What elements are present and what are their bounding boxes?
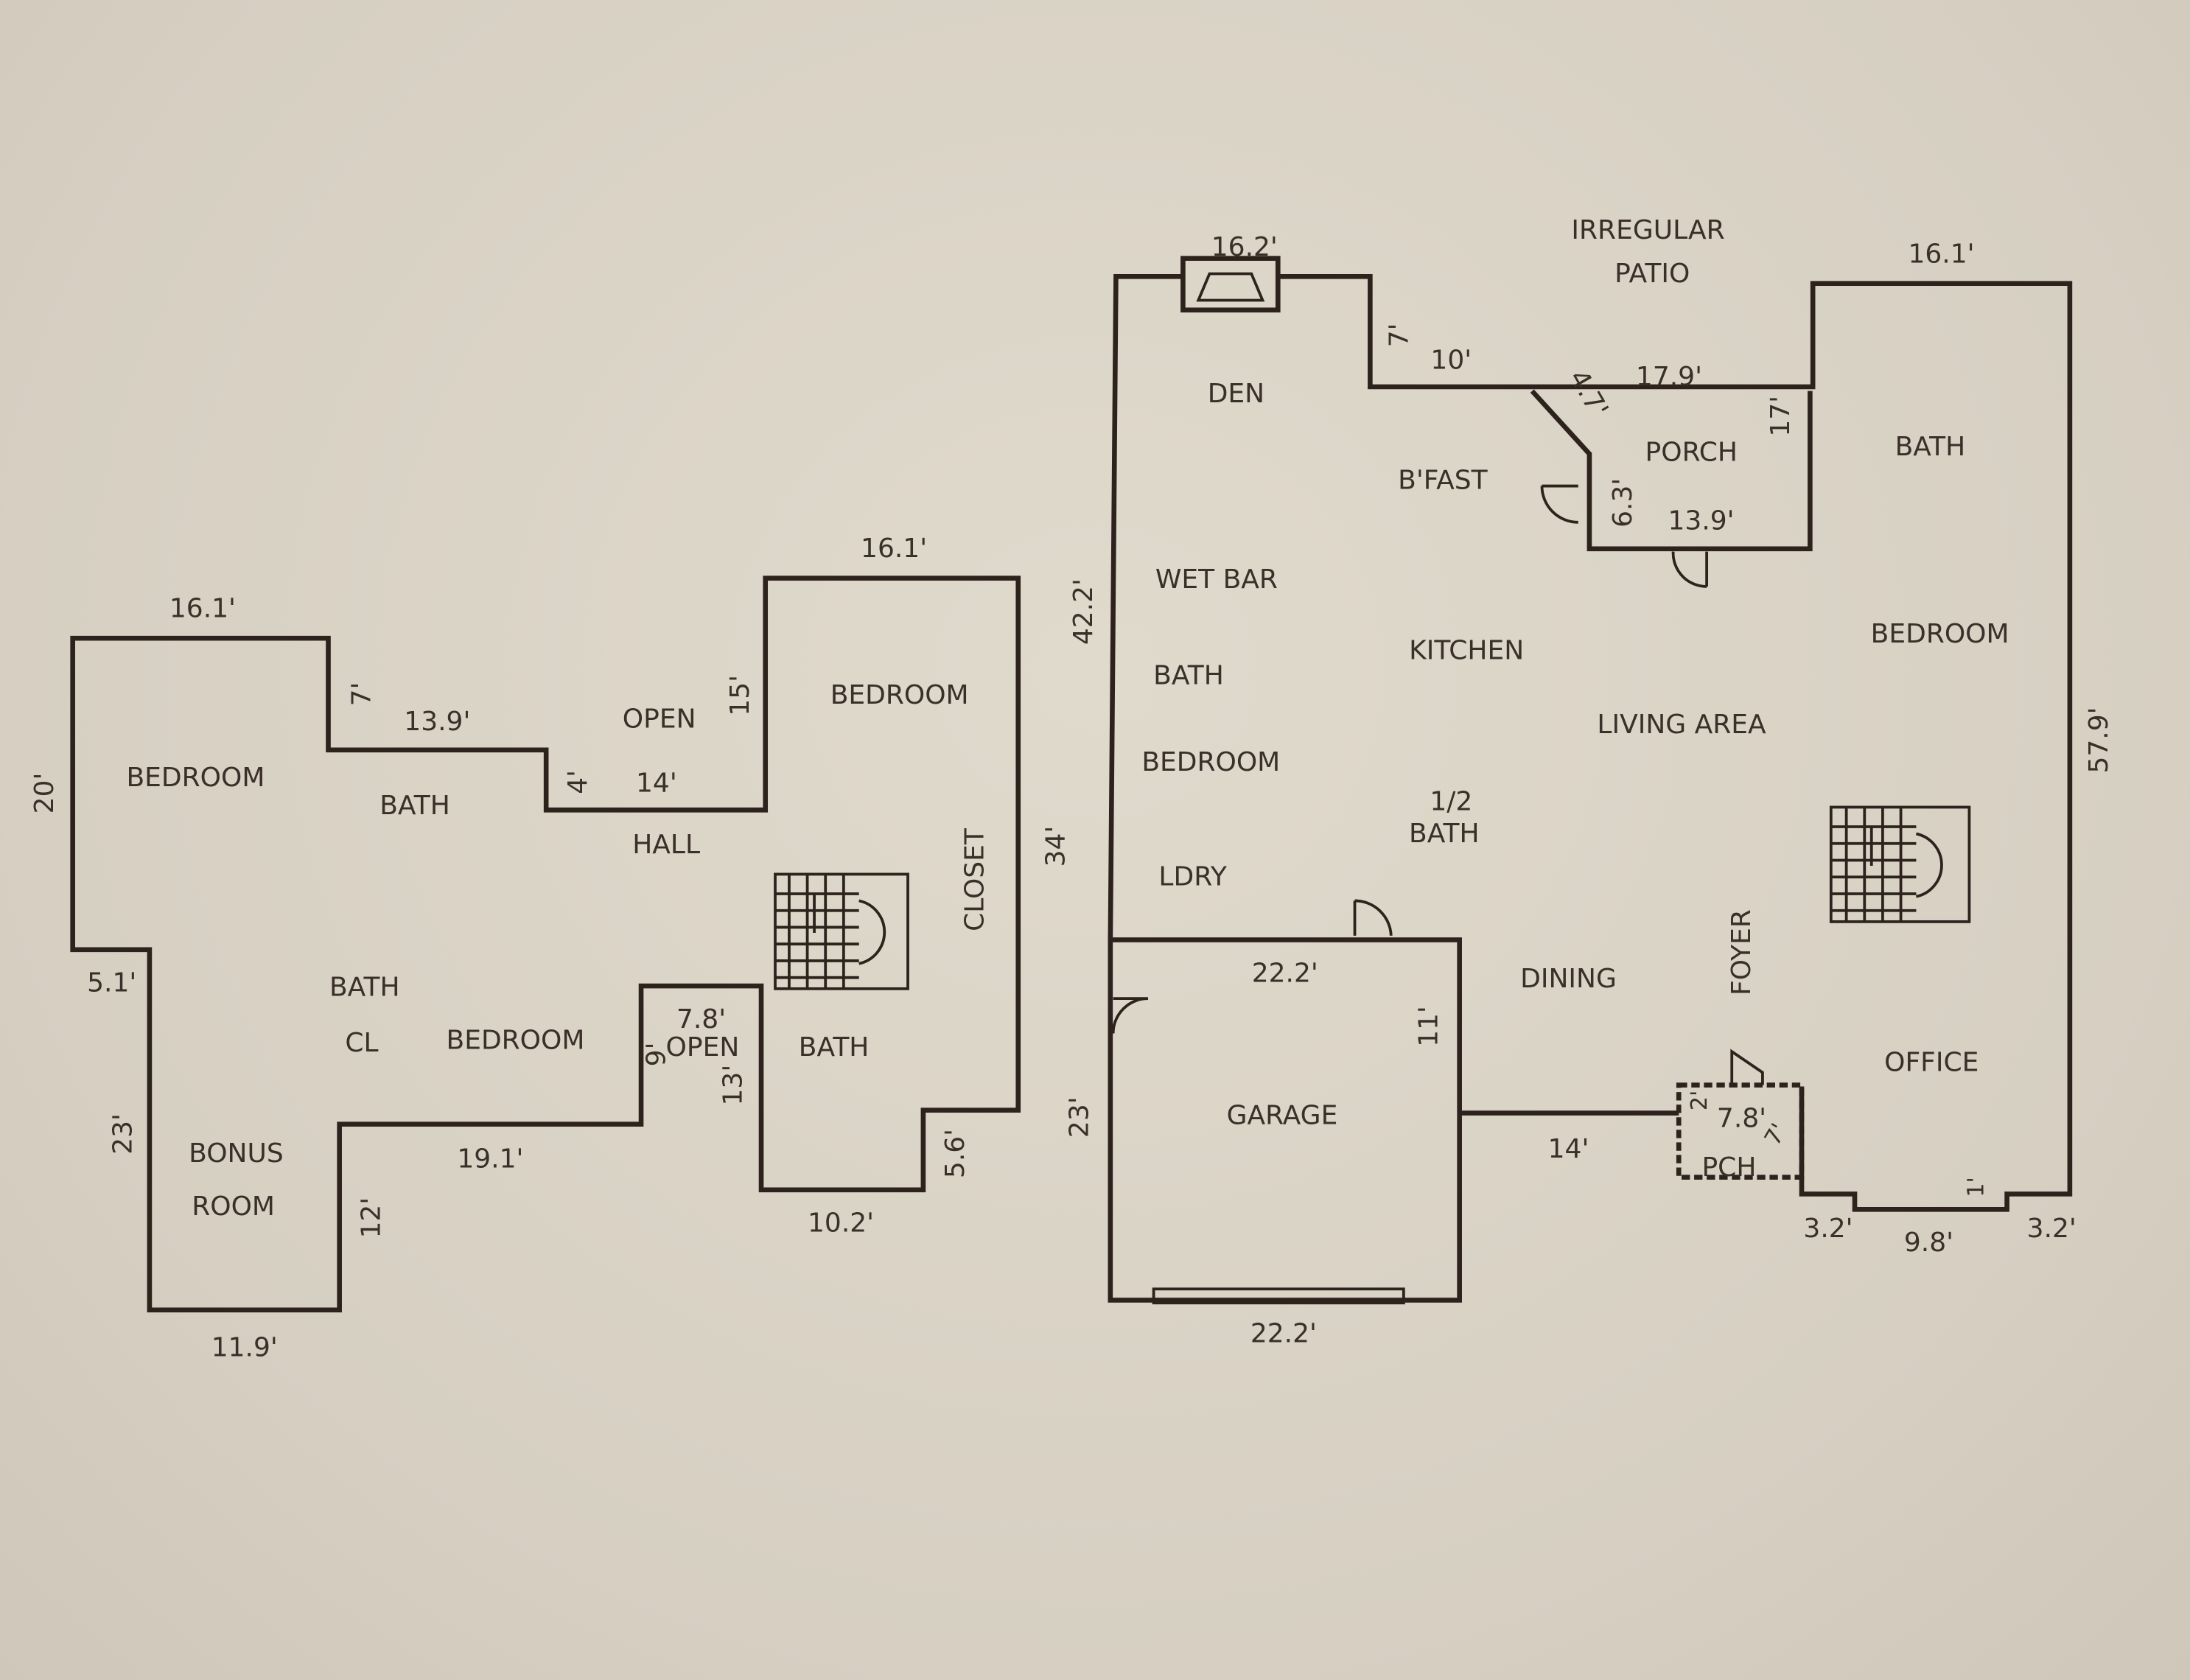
- room-label: BEDROOM: [830, 680, 969, 710]
- room-label: LIVING AREA: [1597, 710, 1766, 740]
- main-floor-plan: IRREGULAR PATIO DEN B'FAST PORCH BATH WE…: [1065, 215, 2115, 1348]
- dimension-label: 4.7': [1563, 365, 1614, 423]
- door-icon: [1671, 551, 1709, 588]
- room-label: OPEN: [623, 704, 696, 734]
- room-label: FOYER: [1727, 909, 1757, 995]
- room-label: 1/2: [1430, 786, 1472, 816]
- room-label: BONUS: [189, 1138, 284, 1169]
- door-icon: [1353, 899, 1393, 936]
- staircase-icon: [1829, 805, 1971, 923]
- room-label: BEDROOM: [126, 763, 265, 793]
- dimension-label: 17.9': [1636, 362, 1702, 392]
- dimension-label: 19.1': [457, 1144, 523, 1174]
- door-icon: [1730, 1049, 1764, 1085]
- dimension-label: 12': [357, 1197, 387, 1239]
- room-label: ROOM: [192, 1191, 275, 1222]
- dimension-label: 9': [641, 1043, 671, 1067]
- dimension-label: 10': [1430, 345, 1472, 375]
- room-label: BATH: [1409, 819, 1480, 849]
- dimension-label: 20': [29, 773, 60, 814]
- dimension-label: 16.1': [169, 594, 236, 624]
- dimension-label: 16.1': [1908, 239, 1974, 269]
- fireplace-icon: [1180, 256, 1281, 313]
- door-icon: [1111, 997, 1149, 1034]
- room-label: PATIO: [1614, 259, 1690, 289]
- dimension-label: 9.8': [1904, 1228, 1953, 1258]
- room-label: PCH: [1701, 1152, 1756, 1183]
- dimension-label: 7': [1385, 323, 1415, 347]
- dimension-label: 13.9': [404, 707, 470, 737]
- pch-outline: [1676, 1082, 1805, 1180]
- dimension-label: 23': [108, 1113, 138, 1155]
- room-label: IRREGULAR: [1571, 215, 1724, 245]
- garage-door: [1152, 1287, 1405, 1305]
- dimension-label: 13': [718, 1065, 748, 1106]
- dimension-label: 15': [725, 675, 755, 716]
- door-icon: [1540, 484, 1578, 524]
- room-label: B'FAST: [1398, 465, 1488, 495]
- dimension-label: 42.2': [1068, 578, 1099, 645]
- room-label: BATH: [799, 1032, 870, 1063]
- room-label: DINING: [1520, 964, 1617, 994]
- room-label: BEDROOM: [447, 1025, 585, 1055]
- garage-outline: [1108, 937, 1462, 1303]
- room-label: BEDROOM: [1871, 619, 2009, 649]
- room-label: HALL: [632, 830, 700, 860]
- dimension-label: 23': [1065, 1096, 1095, 1138]
- upper-floor-plan: BEDROOM BATH OPEN HALL BEDROOM CLOSET BA…: [29, 533, 1071, 1362]
- room-label: BATH: [1895, 432, 1966, 462]
- dimension-label: 3.2': [1803, 1214, 1853, 1244]
- room-label: CL: [345, 1028, 378, 1058]
- main-floor-outline: [1108, 273, 2073, 1212]
- dimension-label: 10.2': [808, 1208, 874, 1239]
- dimension-label: 4': [563, 770, 593, 794]
- dimension-label: 11.9': [211, 1332, 278, 1362]
- dimension-label: 3.2': [2027, 1214, 2077, 1244]
- room-label: BEDROOM: [1141, 747, 1280, 777]
- dimension-label: 11': [1413, 1006, 1444, 1047]
- dimension-label: 22.2': [1252, 958, 1318, 988]
- room-label: GARAGE: [1227, 1101, 1338, 1131]
- dimension-label: 14': [1548, 1134, 1589, 1164]
- room-label: BATH: [329, 972, 400, 1002]
- dimension-label: 6.3': [1608, 478, 1638, 528]
- dimension-label: 22.2': [1250, 1318, 1317, 1348]
- dimension-label: 13.9': [1668, 505, 1735, 536]
- dimension-label: 5.1': [87, 968, 136, 998]
- dimension-label: 16.1': [861, 533, 927, 564]
- dimension-label: 14': [636, 769, 677, 799]
- dimension-label: 2': [1687, 1091, 1713, 1111]
- room-label: OPEN: [666, 1032, 740, 1063]
- dimension-label: 5.6': [940, 1129, 970, 1178]
- room-label: LDRY: [1158, 862, 1227, 892]
- dimension-label: 7.8': [1717, 1103, 1766, 1133]
- dimension-label: 16.2': [1211, 232, 1278, 262]
- room-label: BATH: [379, 791, 450, 821]
- room-label: KITCHEN: [1409, 636, 1524, 666]
- room-label: WET BAR: [1155, 564, 1278, 595]
- upper-floor-outline: [70, 575, 1021, 1313]
- dimension-label: 34': [1040, 826, 1071, 867]
- room-label: OFFICE: [1884, 1048, 1979, 1078]
- dimension-label: 7': [346, 682, 377, 707]
- dimension-label: 17': [1766, 396, 1796, 437]
- room-label: BATH: [1153, 661, 1224, 691]
- staircase-icon: [774, 872, 909, 990]
- porch-outline: [1530, 389, 1813, 552]
- dimension-label: 7.8': [676, 1004, 726, 1035]
- room-label: PORCH: [1645, 437, 1738, 467]
- dimension-label: 1': [1963, 1177, 1989, 1197]
- room-label: CLOSET: [959, 827, 990, 931]
- room-label: DEN: [1208, 379, 1264, 409]
- dimension-label: 57.9': [2084, 707, 2114, 773]
